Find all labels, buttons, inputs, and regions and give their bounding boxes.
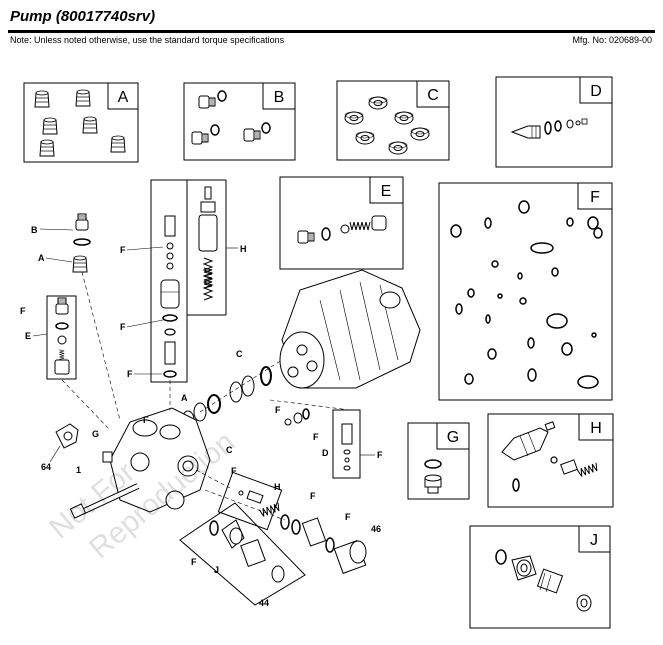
kit-label-c: C <box>427 87 439 104</box>
callout-44: 44 <box>259 598 269 608</box>
callout-f: F <box>20 306 26 316</box>
header-rule <box>8 30 655 33</box>
valve-icon <box>42 117 58 135</box>
fitting-icon <box>536 568 564 594</box>
bolt-1 <box>69 483 140 519</box>
kit-label-g: G <box>447 429 459 446</box>
callout-labels: B A F E F F F H C A F C F F D F G 64 1 F… <box>20 225 383 608</box>
drain-plug-icon <box>424 474 442 494</box>
check-valve-parts <box>284 408 361 479</box>
callout-f: F <box>313 432 319 442</box>
valve-icon <box>110 135 126 153</box>
o-ring-set-icon <box>450 200 603 389</box>
fitting-64 <box>55 423 79 449</box>
kit-box-e: E <box>279 176 404 270</box>
spring-icon <box>576 462 600 478</box>
kit-label-a: A <box>118 89 129 106</box>
kit-label-b: B <box>274 89 285 106</box>
callout-46: 46 <box>371 524 381 534</box>
callout-64: 64 <box>41 462 51 472</box>
callout-a: A <box>181 393 188 403</box>
pump-crankcase <box>279 269 421 389</box>
seal-icon <box>388 141 408 155</box>
spring-icon <box>349 221 371 231</box>
valve-icon <box>72 255 88 273</box>
sub-kit-j <box>179 502 306 606</box>
plug-icon <box>297 230 315 244</box>
callout-f: F <box>127 369 133 379</box>
callout-f: F <box>345 512 351 522</box>
callout-1: 1 <box>76 465 81 475</box>
plug-icon <box>55 297 69 315</box>
kit-label-e: E <box>381 183 392 200</box>
sub-kit-h <box>217 471 283 531</box>
nut-icon <box>511 555 537 581</box>
unloader-valve-icon <box>501 421 556 461</box>
outlet-parts <box>280 514 367 574</box>
callout-h: H <box>274 482 281 492</box>
kit-box-f: F <box>438 182 613 401</box>
valve-icon <box>34 90 50 108</box>
callout-f: F <box>275 405 281 415</box>
unloader-stack <box>150 179 227 383</box>
callout-f: F <box>120 322 126 332</box>
callout-b: B <box>31 225 38 235</box>
valve-icon <box>75 89 91 107</box>
callout-g: G <box>92 429 99 439</box>
callout-f: F <box>120 245 126 255</box>
torque-note: Note: Unless noted otherwise, use the st… <box>10 35 285 45</box>
assembly-guides <box>61 271 351 521</box>
callout-f: F <box>377 450 383 460</box>
kit-label-d: D <box>590 83 602 100</box>
callout-d: D <box>322 448 329 458</box>
left-parts <box>46 213 91 380</box>
seal-icon <box>344 111 364 125</box>
check-valve-icon <box>510 125 541 139</box>
kit-label-j: J <box>590 532 598 549</box>
mfg-number: Mfg. No: 020689-00 <box>572 35 652 45</box>
callout-f: F <box>231 466 237 476</box>
seal-icon <box>355 131 375 145</box>
valve-icon <box>82 116 98 134</box>
callout-h: H <box>240 244 247 254</box>
plug-icon <box>198 95 216 109</box>
callout-e: E <box>25 331 31 341</box>
kit-box-c: C <box>336 80 450 161</box>
callout-c: C <box>226 445 233 455</box>
seal-icon <box>410 127 430 141</box>
kit-box-b: B <box>183 82 296 161</box>
kit-label-f: F <box>590 189 600 206</box>
valve-icon <box>39 139 55 157</box>
kit-box-a: A <box>23 82 139 163</box>
callout-c: C <box>236 349 243 359</box>
kit-box-h: H <box>487 413 614 508</box>
kit-label-h: H <box>590 420 602 437</box>
kit-box-g: G <box>407 422 470 500</box>
callout-a: A <box>38 253 45 263</box>
spring-icon <box>258 502 282 518</box>
plug-icon <box>75 213 89 231</box>
kit-box-d: D <box>495 76 613 168</box>
callout-f: F <box>143 415 149 425</box>
kit-box-j: J <box>469 525 611 629</box>
callout-f: F <box>310 491 316 501</box>
plug-icon <box>243 128 261 142</box>
callout-j: J <box>214 565 219 575</box>
seal-icon <box>394 111 414 125</box>
plug-icon <box>191 131 209 145</box>
seal-icon <box>368 96 388 110</box>
page-title: Pump (80017740srv) <box>10 8 156 25</box>
callout-f: F <box>191 557 197 567</box>
